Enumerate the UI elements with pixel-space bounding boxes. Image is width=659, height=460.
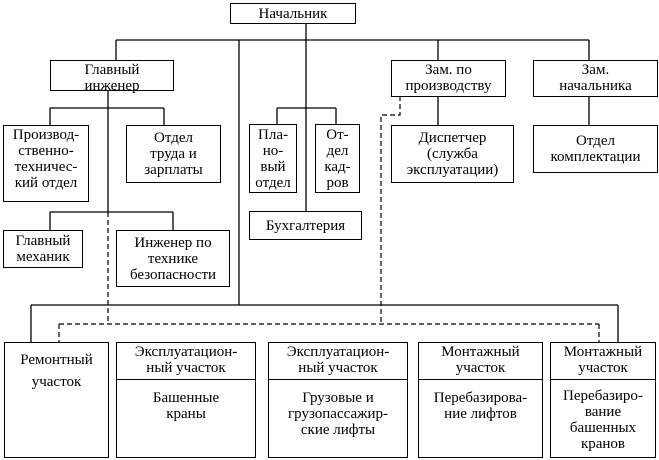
box-line: безопасности (129, 266, 217, 283)
box-line: ный участок (146, 360, 226, 376)
section-body: Перебазирова- ние лифтов (434, 380, 527, 422)
box-line: Зам. по (425, 62, 472, 78)
procurement-box: Отдел комплектации (533, 125, 658, 173)
box-line: ственно- (18, 143, 74, 159)
box-line: Грузовые и (302, 390, 374, 406)
box-line: ный участок (298, 360, 378, 376)
chief-engineer-box: Главный инженер (50, 60, 174, 94)
planning-box: Пла- но- вый отдел (249, 124, 297, 193)
box-line: Инженер по (134, 234, 212, 251)
chief-label: Начальник (258, 5, 328, 22)
section-header: Эксплуатацион- ный участок (117, 343, 255, 380)
box-line: кад- (324, 158, 351, 175)
box-line: (служба (427, 146, 478, 162)
box-line: Диспетчер (418, 130, 487, 146)
box-line: эксплуатации) (406, 162, 499, 178)
dashed-functional-lines (58, 96, 600, 342)
section-body: Грузовые и грузопассажир- ские лифты (288, 380, 388, 438)
section-header: Эксплуатацион- ный участок (269, 343, 407, 380)
box-line: Эксплуатацион- (134, 344, 238, 360)
box-line: техничес- (14, 159, 78, 175)
box-line: Пла- (258, 126, 288, 143)
box-line: участок (578, 360, 628, 376)
accounting-box: Бухгалтерия (249, 211, 362, 240)
section-body: Перебазиро- вание башенных кранов (563, 380, 643, 452)
box-line: начальника (559, 78, 632, 94)
deputy-chief-box: Зам. начальника (533, 60, 658, 97)
box-line: ские лифты (300, 422, 376, 438)
box-line: дел (326, 142, 349, 159)
section-body: Башенные краны (153, 380, 219, 422)
section-operation-cranes: Эксплуатацион- ный участок Башенные кран… (116, 342, 256, 458)
box-line: краны (166, 406, 206, 422)
chief-box: Начальник (230, 3, 356, 24)
production-technical-box: Производ- ственно- техничес- кий отдел (3, 125, 89, 202)
box-line: но- (262, 142, 284, 159)
box-line: Главный (84, 62, 140, 78)
box-line: Эксплуатацион- (286, 344, 390, 360)
dispatcher-box: Диспетчер (служба эксплуатации) (391, 125, 514, 183)
box-line: инженер (84, 78, 140, 94)
box-line: кий отдел (14, 175, 78, 191)
box-line: производству (405, 78, 492, 94)
box-line: Зам. (581, 62, 610, 78)
box-line: Производ- (12, 127, 80, 143)
box-line: зарплаты (144, 162, 203, 178)
box-line: комплектации (550, 149, 641, 165)
box-line: механик (16, 249, 70, 265)
section-header: Монтажный участок (419, 343, 542, 380)
box-line: вание (584, 404, 622, 420)
box-line: Перебазирова- (433, 390, 528, 406)
chief-mechanic-box: Главный механик (3, 230, 83, 268)
box-line: Ремонтный (20, 352, 93, 368)
box-line: кранов (580, 436, 626, 452)
box-line: Перебазиро- (563, 388, 643, 404)
safety-engineer-box: Инженер по технике безопасности (116, 230, 230, 287)
box-line: Монтажный (563, 344, 643, 360)
box-line: участок (31, 374, 82, 390)
box-line: башенных (569, 420, 637, 436)
section-header: Монтажный участок (551, 343, 655, 380)
box-line: Монтажный (441, 344, 520, 360)
box-line: вый (260, 158, 286, 175)
section-installation-cranes: Монтажный участок Перебазиро- вание баше… (550, 342, 656, 458)
deputy-production-box: Зам. по производству (391, 60, 506, 97)
box-line: грузопассажир- (287, 406, 389, 422)
labor-wages-box: Отдел труда и зарплаты (126, 125, 221, 183)
box-line: участок (455, 360, 506, 376)
section-repair: Ремонтный участок (4, 342, 109, 458)
box-line: От- (326, 126, 349, 143)
section-operation-lifts: Эксплуатацион- ный участок Грузовые и гр… (268, 342, 408, 458)
box-line: ров (326, 174, 349, 191)
box-line: Отдел (576, 133, 615, 149)
box-line: труда и (150, 146, 197, 162)
box-line: Главный (15, 233, 71, 249)
section-installation-lifts: Монтажный участок Перебазирова- ние лифт… (418, 342, 543, 458)
box-line: ние лифтов (444, 406, 517, 422)
box-line: Отдел (154, 130, 193, 146)
box-line: Бухгалтерия (265, 217, 346, 234)
hr-box: От- дел кад- ров (315, 124, 360, 193)
box-line: технике (147, 250, 199, 267)
box-line: Башенные (152, 390, 220, 406)
box-line: отдел (255, 174, 291, 191)
